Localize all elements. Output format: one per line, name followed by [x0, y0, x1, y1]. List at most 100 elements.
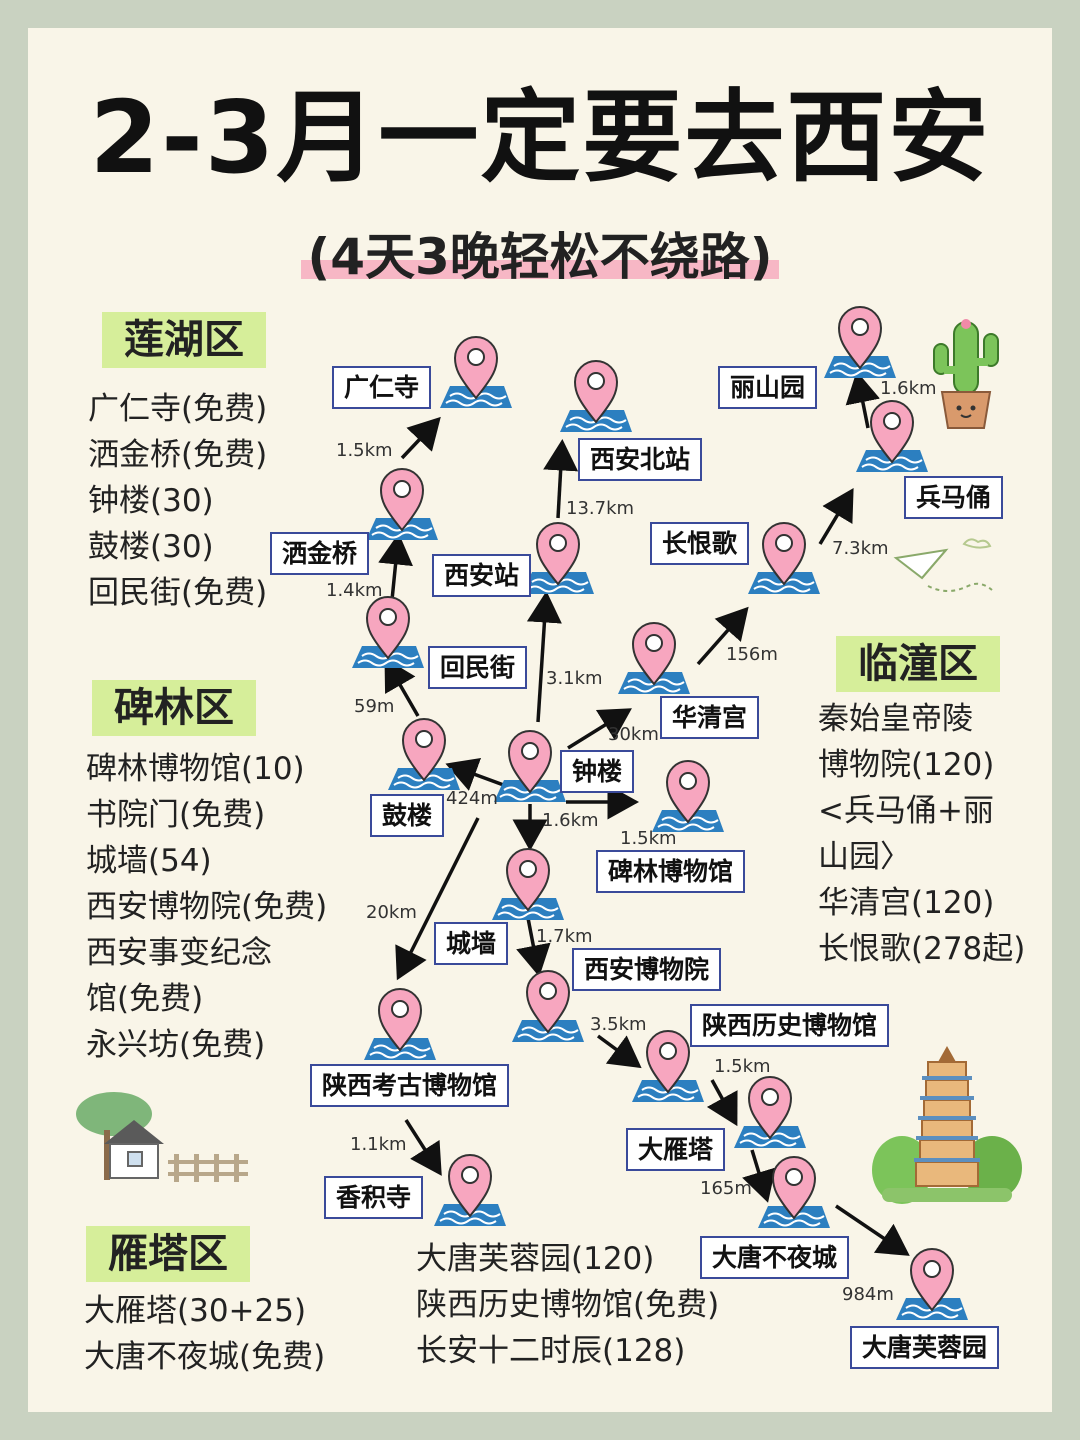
distance-label: 1.5km	[620, 828, 677, 849]
place-label-zhonglou: 钟楼	[560, 750, 635, 793]
list-item: 城墙(54)	[86, 843, 212, 879]
district-yanta-heading: 雁塔区	[86, 1226, 250, 1282]
list-item: 山园〉	[818, 839, 911, 875]
route-arrow	[395, 817, 480, 981]
map-pin-icon	[632, 1030, 704, 1102]
distance-label: 20km	[366, 902, 417, 923]
subtitle-text: (4天3晚轻松不绕路)	[301, 228, 779, 286]
route-arrow	[818, 487, 854, 545]
route-arrow	[378, 533, 413, 601]
distance-label: 3.1km	[546, 668, 603, 689]
place-label-shaanxi-history-museum: 陕西历史博物馆	[690, 1004, 890, 1047]
place-label-shaanxi-archaeology-museum: 陕西考古博物馆	[310, 1064, 510, 1107]
route-arrow	[384, 657, 420, 717]
distance-label: 7.3km	[832, 538, 889, 559]
page-subtitle: (4天3晚轻松不绕路)	[0, 228, 1080, 286]
place-label-changhenge: 长恨歌	[650, 522, 750, 565]
route-arrow	[845, 371, 880, 429]
list-item: 馆(免费)	[86, 981, 204, 1017]
map-pin-icon	[652, 760, 724, 832]
map-pin-icon	[512, 970, 584, 1042]
place-label-xian-museum: 西安博物院	[572, 948, 722, 991]
route-arrow	[404, 1119, 442, 1176]
place-label-dayanta: 大雁塔	[626, 1128, 726, 1171]
list-item: 鼓楼(30)	[88, 529, 214, 565]
place-label-xian-station: 西安站	[432, 554, 532, 597]
route-arrow	[526, 591, 562, 723]
map-pin-icon	[896, 1248, 968, 1320]
map-pin-icon	[366, 468, 438, 540]
map-pin-icon	[434, 1154, 506, 1226]
list-item: 西安事变纪念	[86, 935, 272, 971]
distance-label: 13.7km	[566, 498, 635, 519]
route-arrow	[835, 1204, 910, 1256]
district-lintong-heading: 临潼区	[836, 636, 1000, 692]
route-arrow	[567, 708, 632, 750]
route-arrow	[400, 416, 441, 460]
distance-label: 1.6km	[542, 810, 599, 831]
list-item: 博物院(120)	[818, 747, 995, 783]
place-label-gulou: 鼓楼	[370, 794, 445, 837]
list-item: 大唐不夜城(免费)	[84, 1339, 326, 1375]
place-label-chengqiang: 城墙	[434, 922, 509, 965]
distance-label: 156m	[726, 644, 778, 665]
route-arrow	[706, 1079, 738, 1127]
route-arrow	[543, 439, 579, 519]
list-item: 华清宫(120)	[818, 885, 995, 921]
district-lianhu-heading: 莲湖区	[102, 312, 266, 368]
place-label-huaqinggong: 华清宫	[660, 696, 760, 739]
list-item: 回民街(免费)	[88, 575, 268, 611]
place-label-beilin-museum: 碑林博物馆	[596, 850, 746, 893]
map-pin-icon	[388, 718, 460, 790]
list-item: 钟楼(30)	[88, 483, 214, 519]
page-title: 2-3月一定要去西安	[89, 79, 991, 196]
list-item: 大唐芙蓉园(120)	[416, 1241, 655, 1277]
list-item: 秦始皇帝陵	[818, 701, 973, 737]
distance-label: 59m	[354, 696, 395, 717]
district-beilin-heading: 碑林区	[92, 680, 256, 736]
list-item: 碑林博物馆(10)	[86, 751, 305, 787]
place-label-xian-north-station: 西安北站	[578, 438, 703, 481]
distance-label: 424m	[446, 788, 498, 809]
list-item: <兵马俑+丽	[818, 793, 994, 829]
map-pin-icon	[618, 622, 690, 694]
map-pin-icon	[856, 400, 928, 472]
map-pin-icon	[522, 522, 594, 594]
distance-label: 1.7km	[536, 926, 593, 947]
map-pin-icon	[824, 306, 896, 378]
list-item: 广仁寺(免费)	[88, 391, 268, 427]
bottom-attractions-list: 大唐芙蓉园(120) 陕西历史博物馆(免费) 长安十二时辰(128)	[416, 1236, 719, 1374]
distance-label: 1.6km	[880, 378, 937, 399]
route-arrow	[696, 606, 749, 666]
distance-label: 30km	[608, 724, 659, 745]
pagoda-icon	[872, 1046, 1022, 1204]
cottage-icon	[76, 1092, 248, 1182]
place-label-guangrensi: 广仁寺	[332, 366, 432, 409]
place-label-bingmayong: 兵马俑	[904, 476, 1004, 519]
list-item: 书院门(免费)	[86, 797, 266, 833]
map-pin-icon	[748, 522, 820, 594]
list-item: 洒金桥(免费)	[88, 437, 268, 473]
map-pin-icon	[758, 1156, 830, 1228]
district-lianhu-list: 广仁寺(免费) 洒金桥(免费) 钟楼(30) 鼓楼(30) 回民街(免费)	[88, 386, 267, 616]
distance-label: 165m	[700, 1178, 752, 1199]
map-pin-icon	[352, 596, 424, 668]
map-pin-icon	[494, 730, 566, 802]
place-label-datang-night-city: 大唐不夜城	[700, 1236, 850, 1279]
cactus-icon	[933, 319, 999, 429]
distance-label: 984m	[842, 1284, 894, 1305]
distance-label: 1.4km	[326, 580, 383, 601]
list-item: 长恨歌(278起)	[818, 931, 1026, 967]
list-item: 永兴坊(免费)	[86, 1027, 266, 1063]
district-lintong-list: 秦始皇帝陵 博物院(120) <兵马俑+丽 山园〉 华清宫(120) 长恨歌(2…	[818, 696, 1025, 972]
map-pin-icon	[440, 336, 512, 408]
route-arrow	[596, 1034, 642, 1069]
route-arrow	[742, 1149, 776, 1203]
district-beilin-list: 碑林博物馆(10) 书院门(免费) 城墙(54) 西安博物院(免费) 西安事变纪…	[86, 746, 327, 1068]
place-label-sajinqiao: 洒金桥	[270, 532, 370, 575]
place-label-lishanyuan: 丽山园	[718, 366, 818, 409]
paper-plane-icon	[893, 538, 993, 592]
list-item: 大雁塔(30+25)	[84, 1293, 307, 1329]
distance-label: 3.5km	[590, 1014, 647, 1035]
